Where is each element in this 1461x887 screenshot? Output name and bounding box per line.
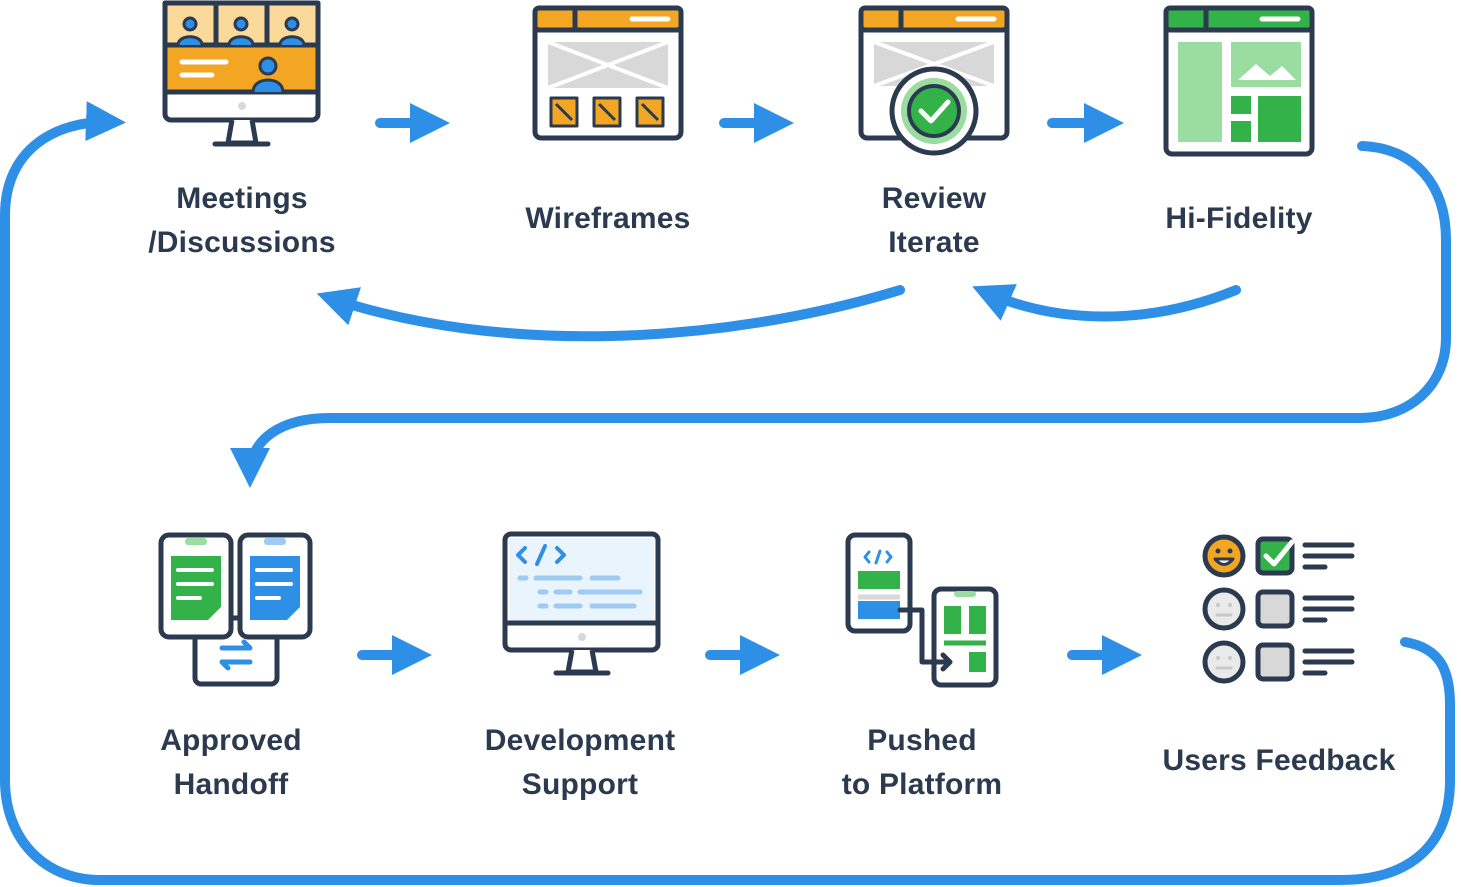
step-label-line: Wireframes — [525, 202, 691, 235]
deploy-devices-icon — [845, 532, 999, 688]
step-label-line: Iterate — [888, 226, 980, 259]
step-label-line: Handoff — [173, 768, 289, 801]
step-label-pushed: Pushed to Platform — [792, 719, 1052, 807]
step-label-line: Approved — [160, 724, 302, 757]
arrow-hifi-back-to-review — [972, 284, 1241, 322]
step-label-line: Development — [484, 724, 676, 757]
step-label-line: Support — [521, 768, 639, 801]
step-label-wireframes: Wireframes — [488, 197, 728, 241]
video-meeting-monitor-icon — [162, 0, 321, 147]
step-label-handoff: Approved Handoff — [111, 719, 351, 807]
step-label-line: Meetings — [176, 182, 308, 215]
wireframe-window-icon — [532, 5, 684, 141]
step-label-development: Development Support — [450, 719, 710, 807]
review-checkmark-window-icon — [858, 5, 1010, 156]
step-label-line: Hi-Fidelity — [1165, 202, 1313, 235]
feedback-survey-icon — [1202, 534, 1355, 684]
step-label-review: Review Iterate — [814, 177, 1054, 265]
code-monitor-icon — [502, 531, 661, 676]
step-label-line: to Platform — [841, 768, 1003, 801]
step-label-feedback: Users Feedback — [1139, 739, 1419, 783]
arrow-review-back-to-meetings — [316, 285, 905, 342]
arrow-feedback-loop-to-meetings — [0, 101, 1455, 885]
step-label-meetings: Meetings /Discussions — [122, 177, 362, 265]
hi-fidelity-window-icon — [1163, 5, 1315, 157]
handoff-phones-icon — [158, 532, 313, 687]
step-label-line: Pushed — [867, 724, 977, 757]
step-label-line: Review — [881, 182, 987, 215]
step-label-line: /Discussions — [148, 226, 336, 259]
arrow-hifi-to-handoff — [230, 141, 1451, 488]
step-label-line: Users Feedback — [1162, 744, 1396, 777]
step-label-hifi: Hi-Fidelity — [1119, 197, 1359, 241]
